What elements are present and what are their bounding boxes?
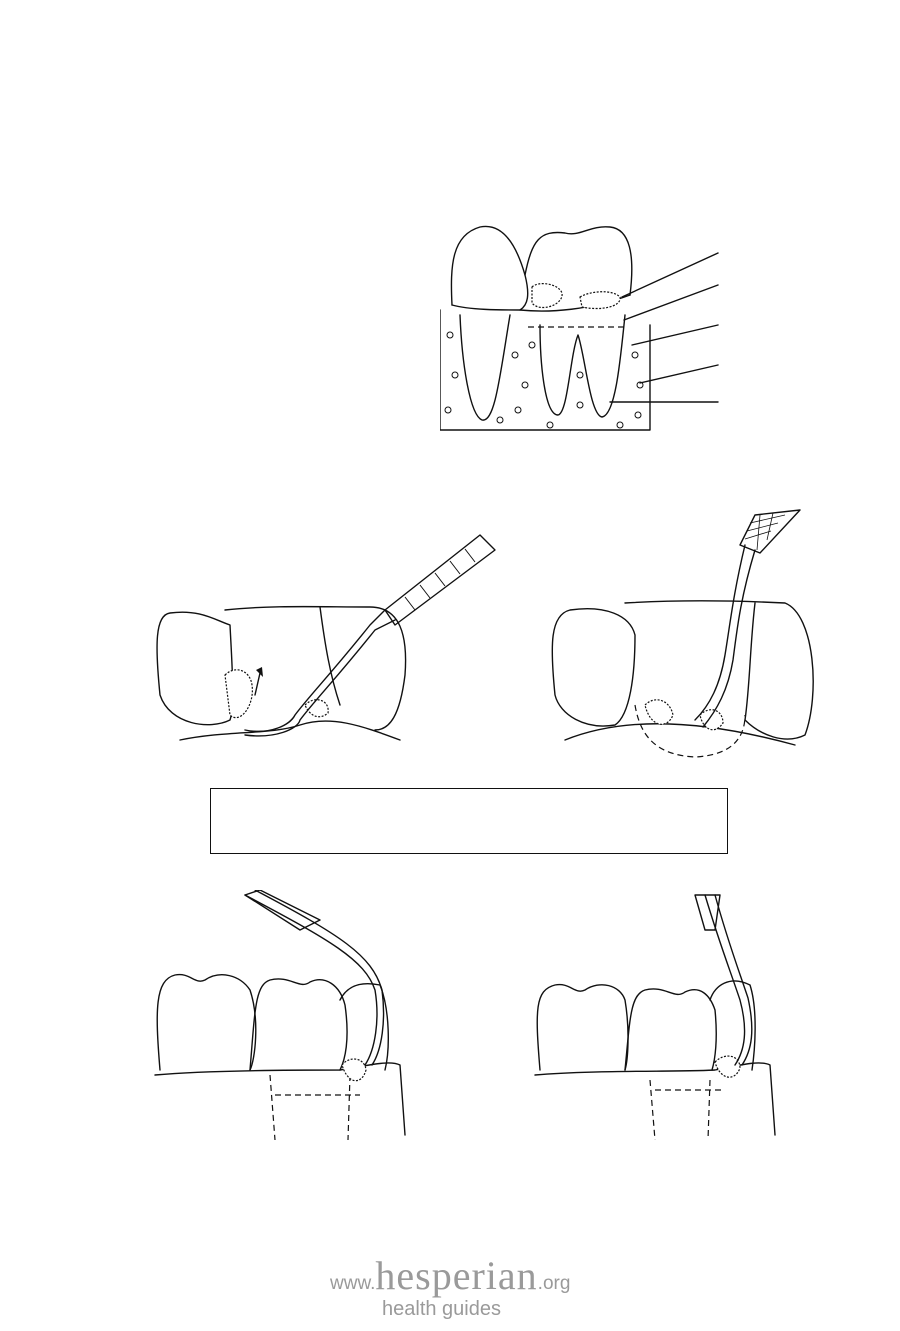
scaler-illustration-left	[150, 525, 500, 755]
scaler-illustration-right	[545, 505, 815, 770]
logo-tagline: health guides	[382, 1298, 501, 1320]
hesperian-logo: www.hesperian.org health guides	[330, 1253, 580, 1321]
logo-suffix: .org	[537, 1273, 571, 1294]
tooth-cross-section-diagram	[440, 215, 720, 440]
curette-illustration-right	[530, 890, 780, 1140]
caption-box	[210, 788, 728, 854]
logo-brand: hesperian	[375, 1253, 538, 1298]
curette-illustration-left	[150, 890, 410, 1140]
logo-prefix: www.	[330, 1273, 376, 1294]
